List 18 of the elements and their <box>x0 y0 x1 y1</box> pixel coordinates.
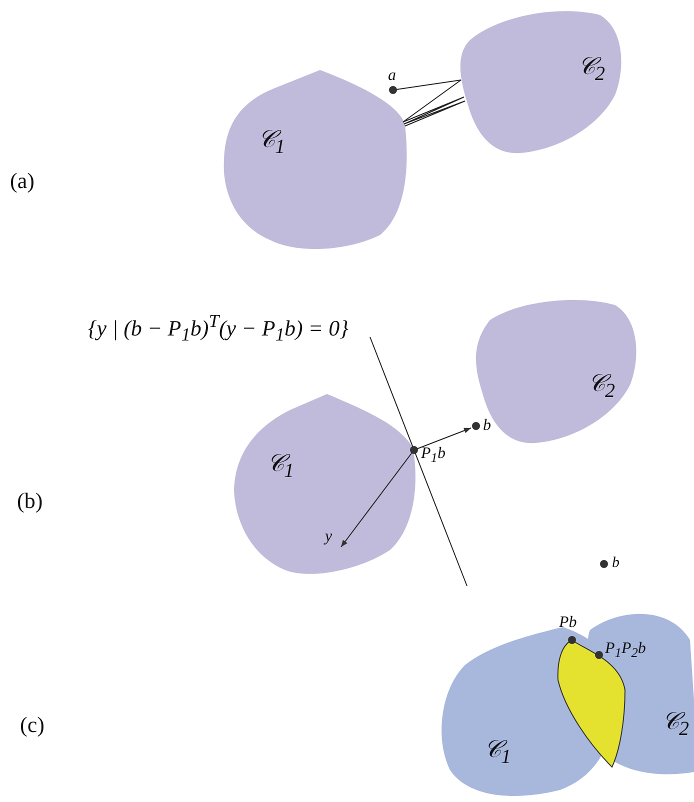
point-label: P$_{1}$P$_{2}$b <box>605 641 646 660</box>
point-label: b <box>483 418 491 434</box>
panel-label: (b) <box>17 490 43 512</box>
set-label: 𝒞$_{2}$ <box>588 372 615 401</box>
hyperplane-formula: {y | (b − P$_{1}$b)$^{T}$(y − P$_{1}$b) = 0} <box>88 312 348 344</box>
panel-label: (a) <box>10 170 34 192</box>
point-label: b <box>612 556 620 571</box>
set-label: 𝒞$_{2}$ <box>578 55 605 84</box>
set-label: 𝒞$_{1}$ <box>484 738 511 767</box>
point-label: a <box>388 68 396 84</box>
point-label: Pb <box>559 615 577 631</box>
set-label: 𝒞$_{2}$ <box>662 710 689 739</box>
point-label: y <box>325 529 332 545</box>
connector-line <box>402 80 466 126</box>
set-label: 𝒞$_{1}$ <box>258 128 285 157</box>
panel-label: (c) <box>20 714 44 736</box>
set-label: 𝒞$_{1}$ <box>267 452 294 481</box>
point-label: P$_{1}$b <box>421 446 446 465</box>
